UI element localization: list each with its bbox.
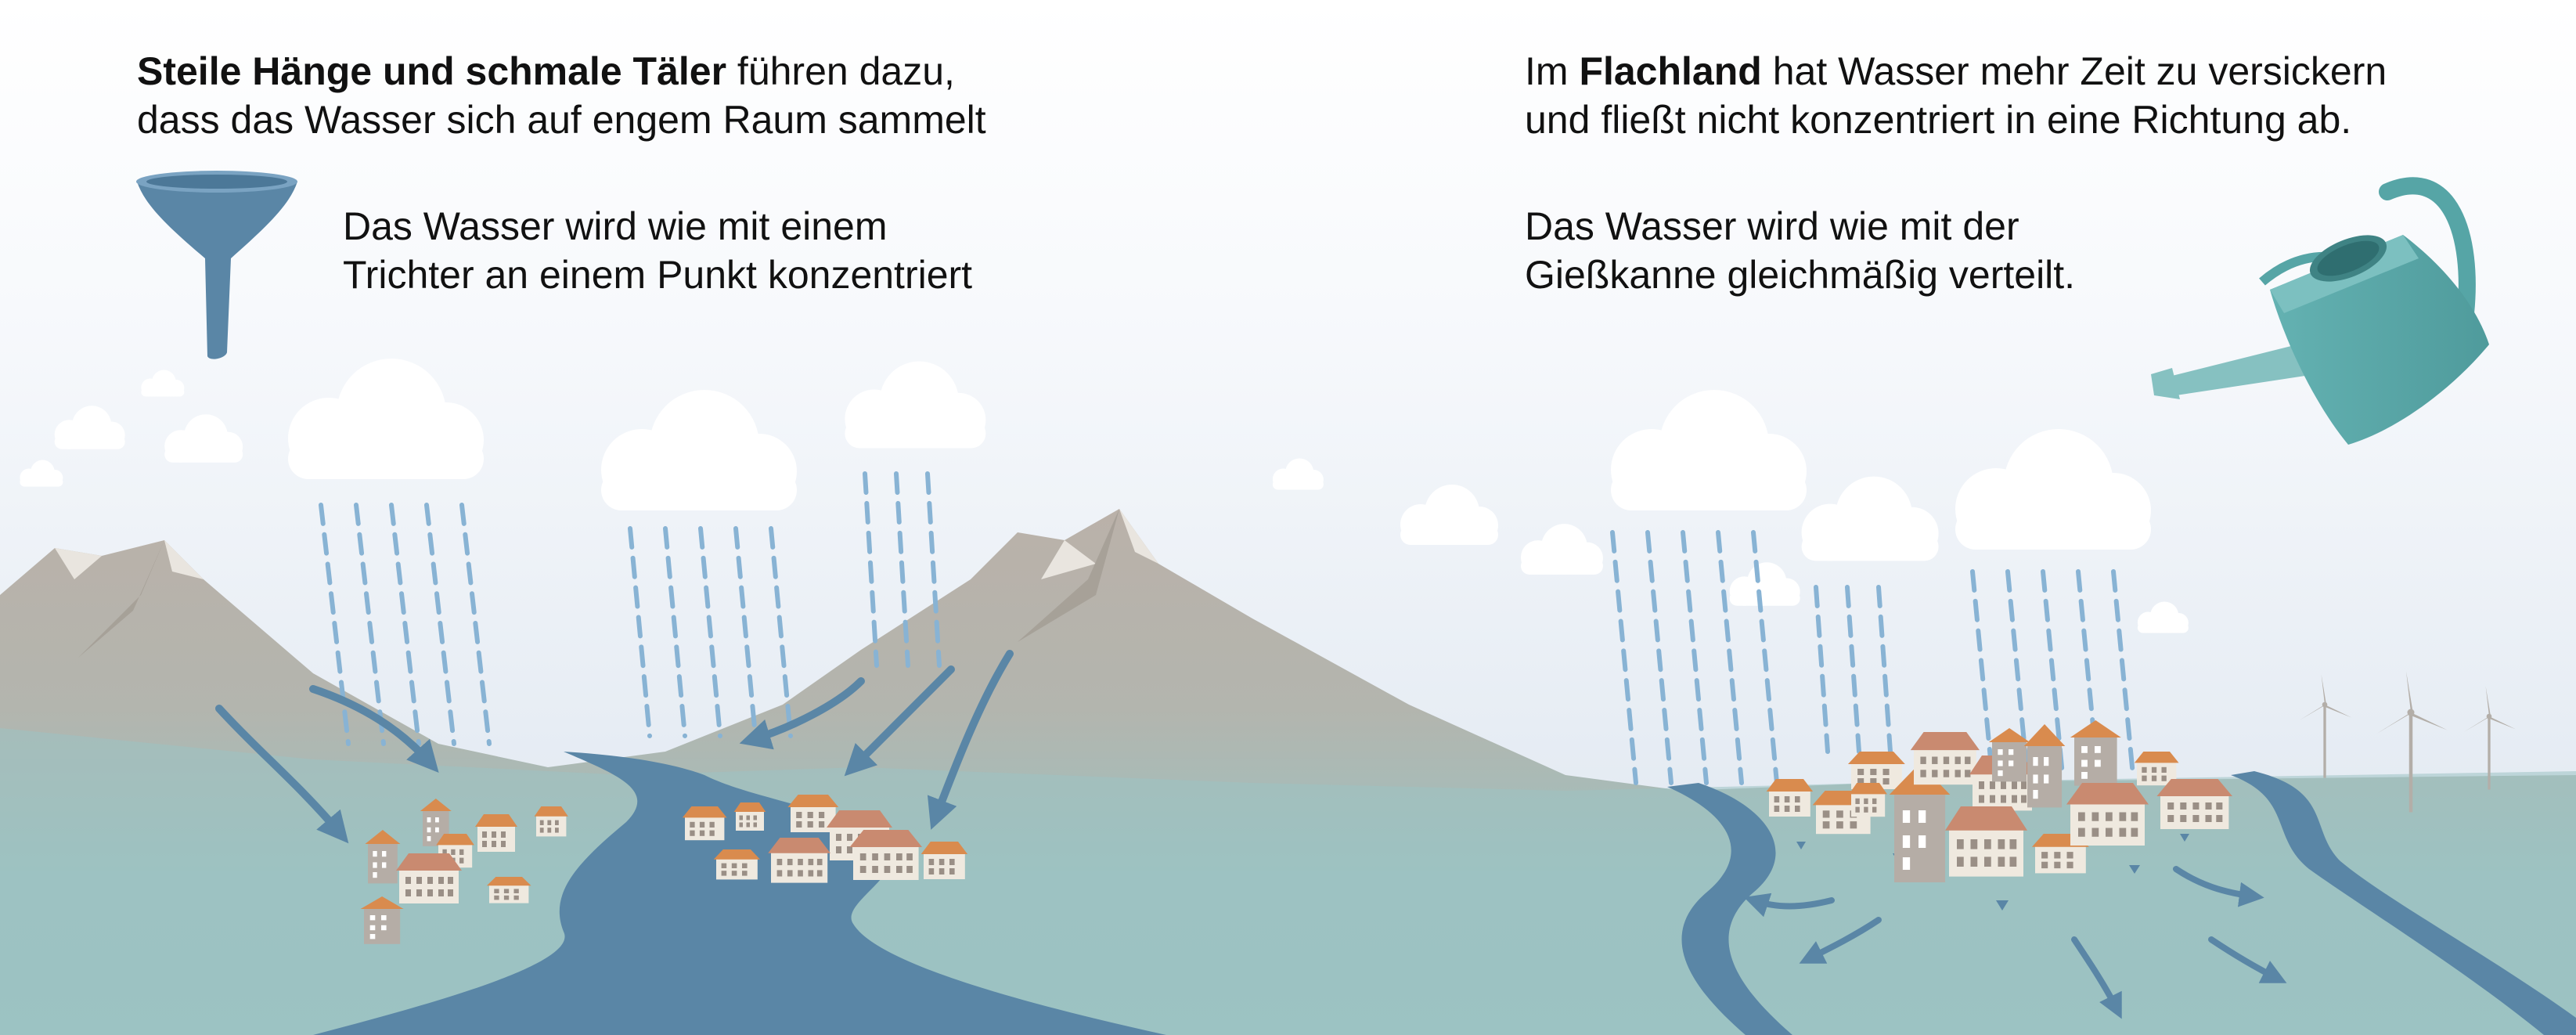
left-heading-rest: führen dazu, <box>726 49 955 93</box>
right-heading-rest: hat Wasser mehr Zeit zu versickern <box>1761 49 2387 93</box>
left-heading-bold: Steile Hänge und schmale Täler <box>137 49 727 93</box>
right-heading-line2: und fließt nicht konzentriert in eine Ri… <box>1525 98 2352 142</box>
plain-river-right <box>2231 771 2576 1035</box>
watering-can-icon <box>2151 177 2489 445</box>
left-heading: Steile Hänge und schmale Täler führen da… <box>137 47 986 144</box>
right-body-line2: Gießkanne gleichmäßig verteilt. <box>1525 253 2076 297</box>
left-heading-line2: dass das Wasser sich auf engem Raum samm… <box>137 98 986 142</box>
flow-arrows-left <box>215 650 1014 844</box>
mountain-snow <box>55 509 1158 579</box>
rain <box>319 471 2135 785</box>
right-heading: Im Flachland hat Wasser mehr Zeit zu ver… <box>1525 47 2387 144</box>
seepage-markers <box>1796 834 2189 911</box>
right-heading-bold: Flachland <box>1579 49 1762 93</box>
right-heading-pre: Im <box>1525 49 1580 93</box>
mountain-shadow <box>78 509 1119 658</box>
left-body-line2: Trichter an einem Punkt konzentriert <box>343 253 973 297</box>
plain-river-left <box>1667 783 1792 1035</box>
left-body-line1: Das Wasser wird wie mit einem <box>343 204 888 248</box>
flow-arrows-right <box>1743 866 2287 1019</box>
funnel-icon <box>136 171 297 359</box>
valley-river <box>313 752 1166 1035</box>
right-body-line1: Das Wasser wird wie mit der <box>1525 204 2019 248</box>
